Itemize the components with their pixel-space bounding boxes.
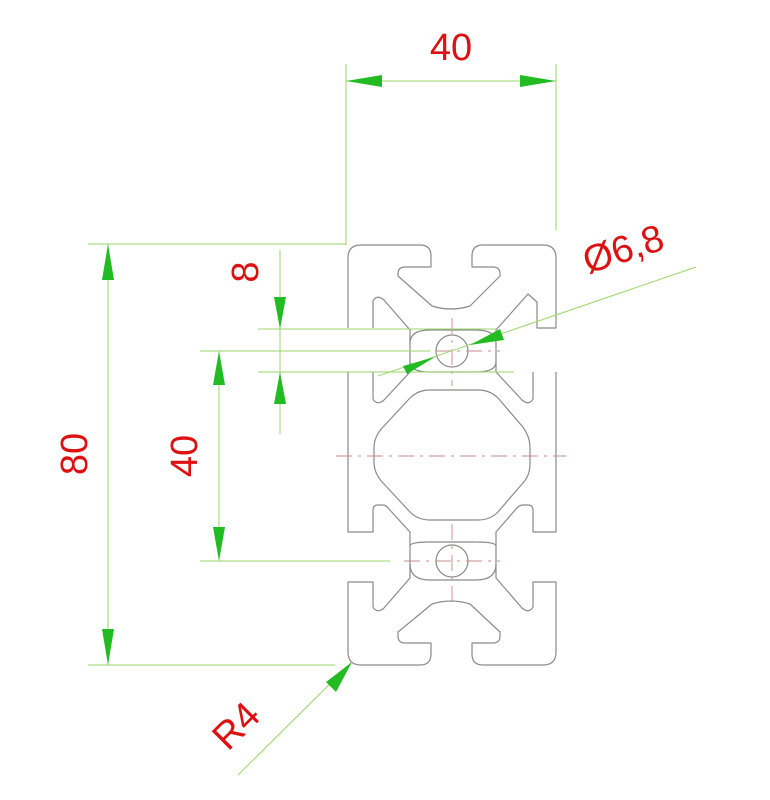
dim-hole-spacing-label: 40 <box>164 435 206 477</box>
dim-hole-offset: 8 <box>225 250 514 434</box>
arrow-up <box>274 372 286 404</box>
dim-hole-diameter: Ø6,8 <box>377 217 697 377</box>
arrow-leader <box>326 662 352 692</box>
arrow-up <box>102 244 114 280</box>
outline-upper-slots <box>347 372 557 546</box>
outline-top-inner-left <box>372 296 411 343</box>
arrow-up <box>213 351 225 385</box>
dim-hole-diameter-label: Ø6,8 <box>578 217 669 282</box>
dim-corner-radius-label: R4 <box>205 694 269 758</box>
dim-height-label: 80 <box>54 433 96 475</box>
dim-width: 40 <box>345 27 557 245</box>
outline-center-cavity <box>373 389 531 521</box>
arrow-leader-left <box>403 357 435 374</box>
dim-width-label: 40 <box>430 27 472 69</box>
outline-lower-side <box>347 564 557 666</box>
lower-boss <box>409 541 497 581</box>
outline-top-left <box>347 244 557 332</box>
dim-height: 80 <box>54 243 346 666</box>
arrow-leader-right <box>470 329 504 345</box>
arrow-down <box>274 297 286 329</box>
upper-boss <box>409 329 497 373</box>
dim-hole-spacing: 40 <box>164 350 430 562</box>
dim-corner-radius: R4 <box>205 661 353 776</box>
outline-upper-side-slots <box>372 362 534 404</box>
dim-hole-offset-label: 8 <box>225 261 267 282</box>
arrow-down <box>102 629 114 665</box>
arrow-left <box>346 75 382 87</box>
arrow-right <box>520 75 556 87</box>
arrow-down <box>213 527 225 561</box>
